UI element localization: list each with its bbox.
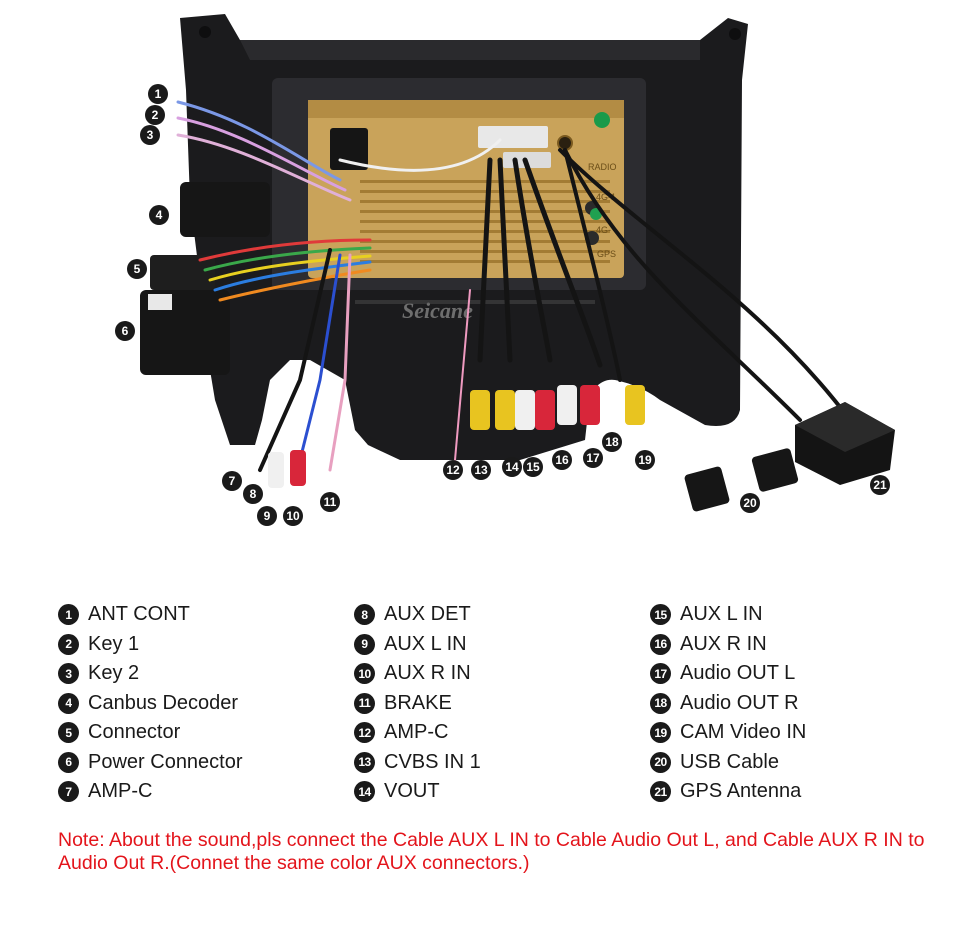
callout-12: 12 xyxy=(443,460,463,480)
usb-cables xyxy=(684,448,799,512)
callout-1: 1 xyxy=(148,84,168,104)
svg-text:19: 19 xyxy=(638,453,652,467)
svg-text:20: 20 xyxy=(743,496,757,510)
4g2-port-label: 4G- xyxy=(596,225,611,235)
svg-text:11: 11 xyxy=(324,495,337,509)
callout-6: 6 xyxy=(115,321,135,341)
svg-text:17: 17 xyxy=(586,451,600,465)
callout-18: 18 xyxy=(602,432,622,452)
callout-15: 15 xyxy=(523,457,543,477)
callout-19: 19 xyxy=(635,450,655,470)
svg-text:10: 10 xyxy=(286,509,300,523)
gps-port-label: GPS xyxy=(597,249,616,259)
wiring-diagram: RADIO 4G-1 4G- GPS Seicane xyxy=(115,14,895,526)
svg-text:9: 9 xyxy=(264,509,271,523)
svg-text:13: 13 xyxy=(474,463,488,477)
callout-14: 14 xyxy=(502,457,522,477)
callout-13: 13 xyxy=(471,460,491,480)
svg-text:5: 5 xyxy=(134,262,141,276)
callout-7: 7 xyxy=(222,471,242,491)
radio-port-label: RADIO xyxy=(588,162,617,172)
svg-text:8: 8 xyxy=(250,487,257,501)
callout-16: 16 xyxy=(552,450,572,470)
svg-text:16: 16 xyxy=(555,453,569,467)
callout-20: 20 xyxy=(740,493,760,513)
svg-text:6: 6 xyxy=(122,324,129,338)
gps-antenna xyxy=(795,402,895,485)
svg-text:18: 18 xyxy=(605,435,619,449)
rca-plugs xyxy=(268,385,645,488)
callout-4: 4 xyxy=(149,205,169,225)
svg-text:3: 3 xyxy=(147,128,154,142)
callout-11: 11 xyxy=(320,492,340,512)
brand-watermark: Seicane xyxy=(402,298,473,323)
callout-8: 8 xyxy=(243,484,263,504)
callout-10: 10 xyxy=(283,506,303,526)
svg-text:4: 4 xyxy=(156,208,163,222)
callout-5: 5 xyxy=(127,259,147,279)
svg-text:12: 12 xyxy=(446,463,460,477)
wires xyxy=(176,100,852,472)
4g1-port-label: 4G-1 xyxy=(596,192,616,202)
callout-17: 17 xyxy=(583,448,603,468)
svg-text:21: 21 xyxy=(873,478,887,492)
svg-text:14: 14 xyxy=(505,460,519,474)
callout-3: 3 xyxy=(140,125,160,145)
svg-text:1: 1 xyxy=(155,87,162,101)
power-connector xyxy=(140,290,230,375)
svg-text:7: 7 xyxy=(229,474,236,488)
sound-note: Note: About the sound,pls connect the Ca… xyxy=(58,829,925,874)
connector-5 xyxy=(150,255,215,290)
svg-text:15: 15 xyxy=(526,460,540,474)
callout-9: 9 xyxy=(257,506,277,526)
svg-text:2: 2 xyxy=(152,108,159,122)
callout-21: 21 xyxy=(870,475,890,495)
canbus-decoder xyxy=(180,182,270,237)
callout-2: 2 xyxy=(145,105,165,125)
